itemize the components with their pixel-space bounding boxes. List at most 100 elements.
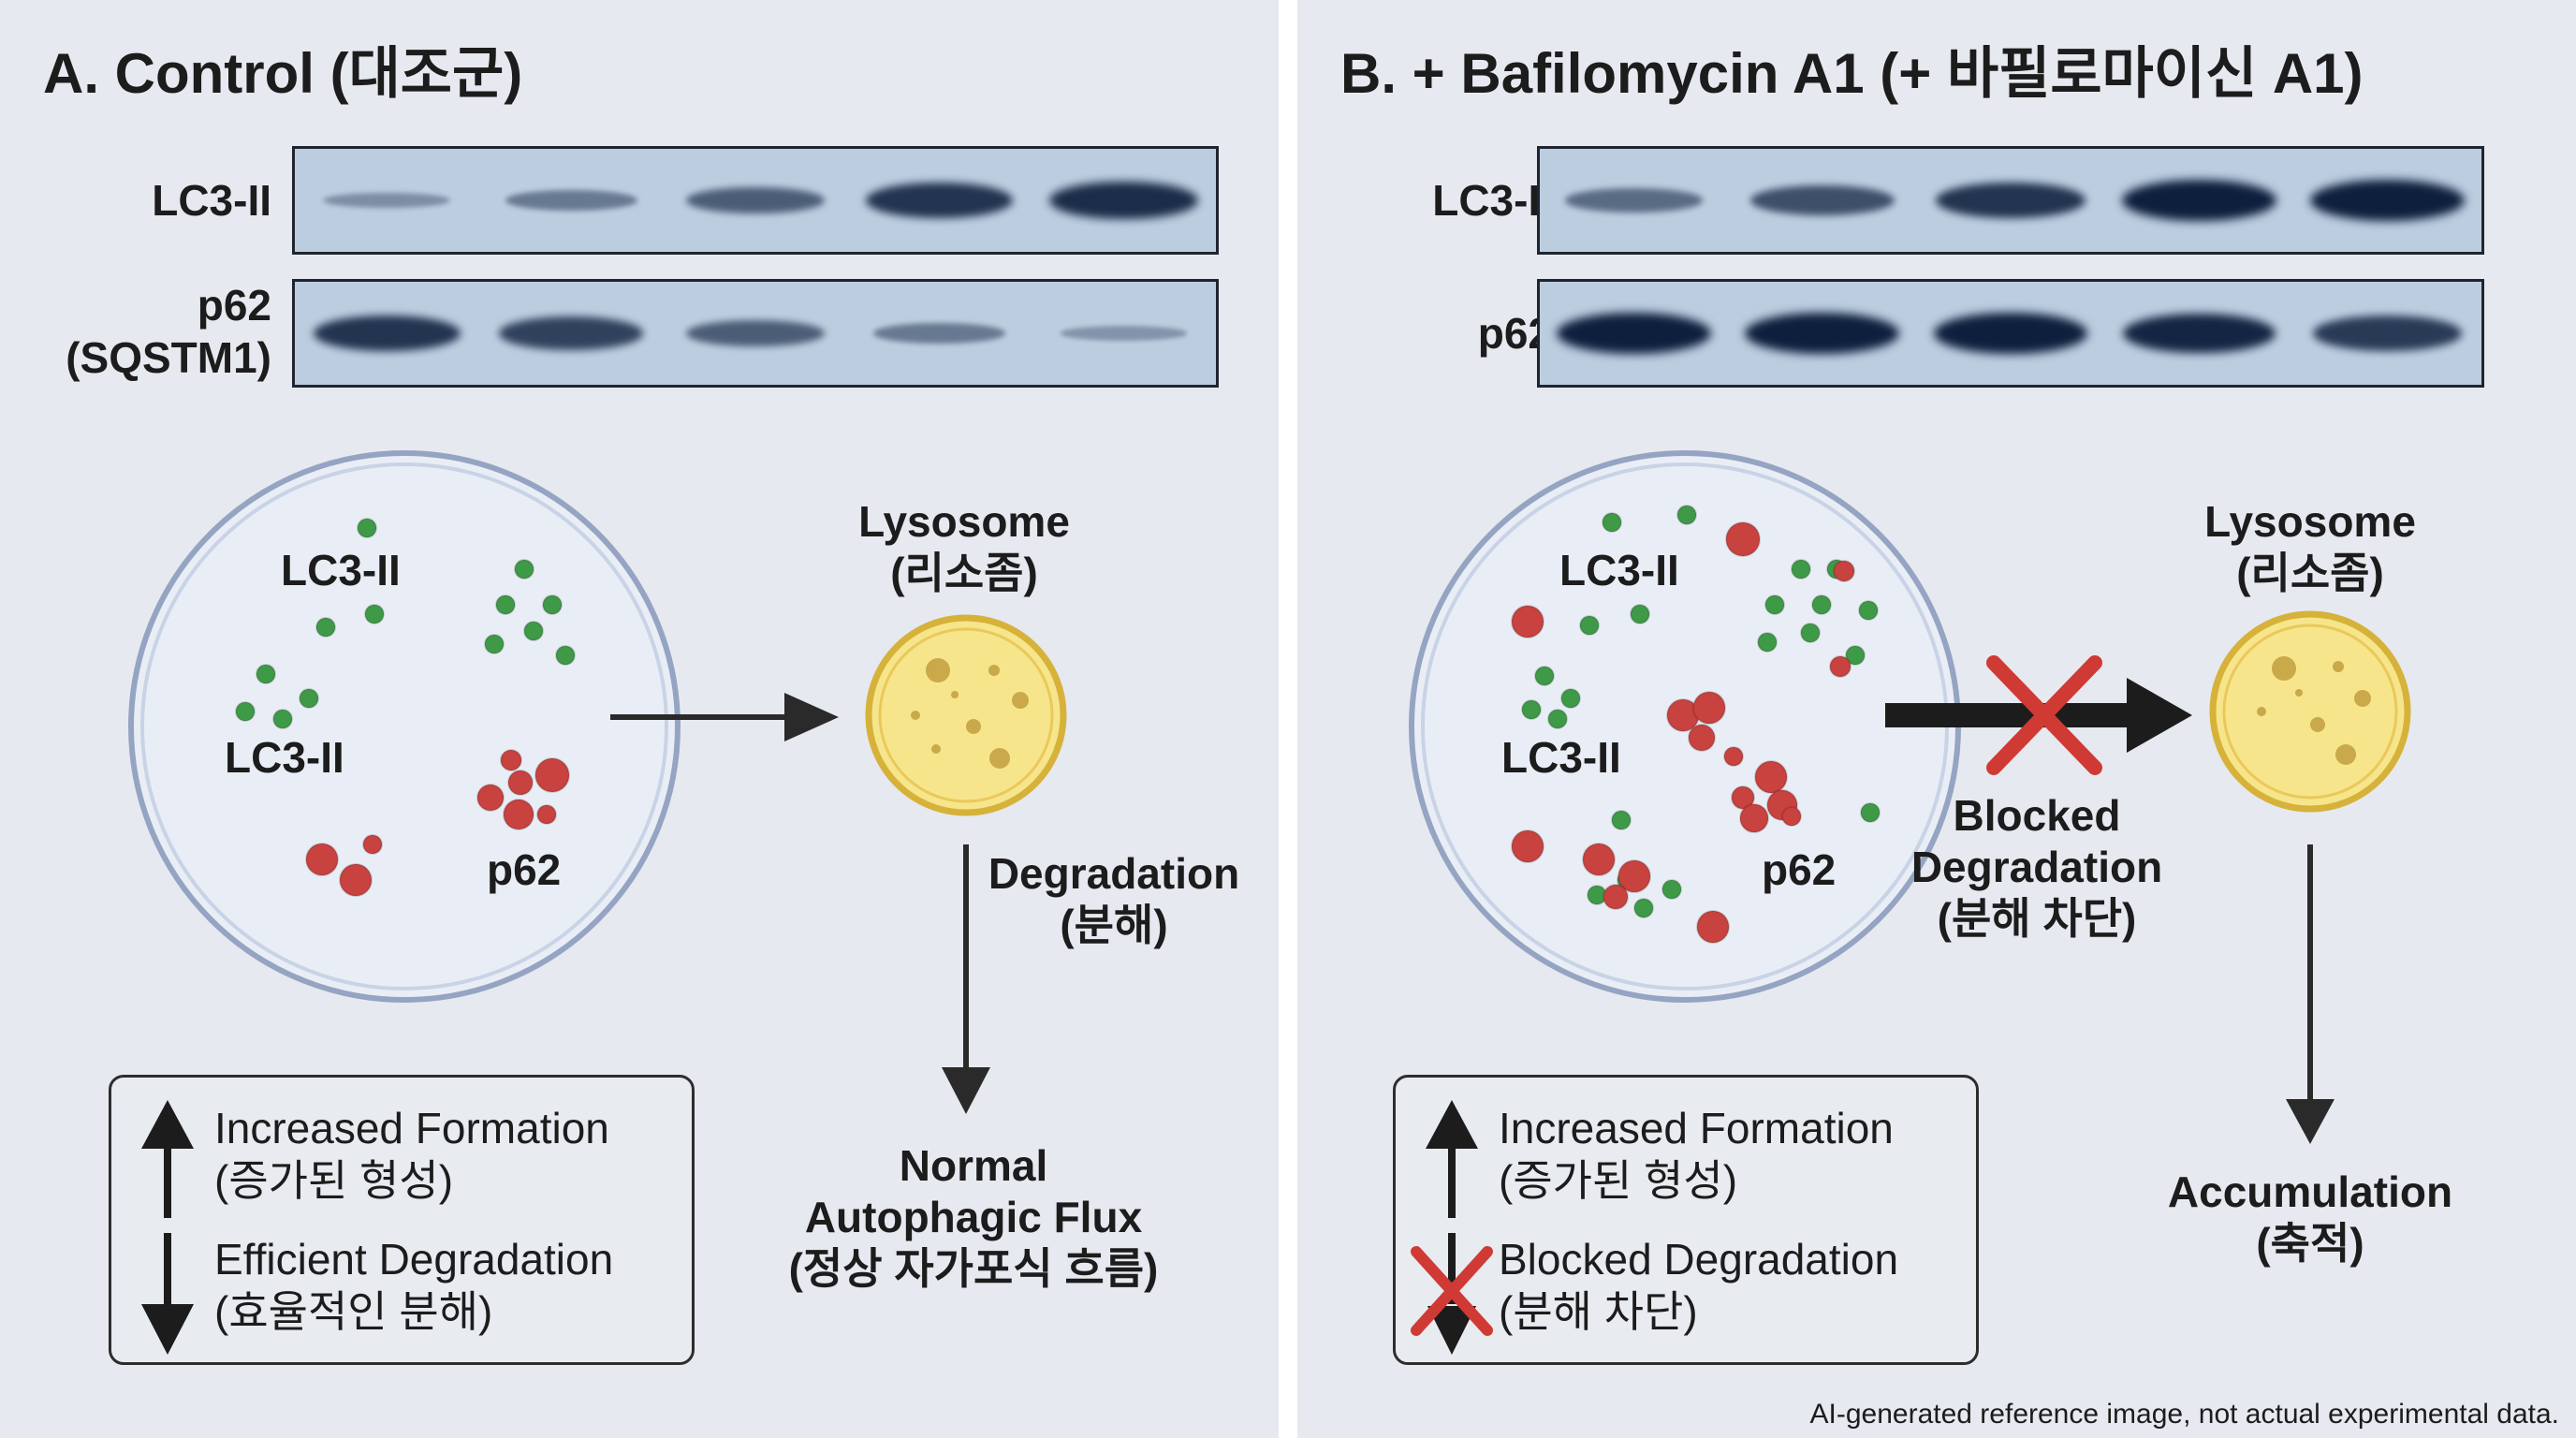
blocked-degradation-label: Blocked Degradation (분해 차단)	[1896, 790, 2177, 946]
lc3-punctum	[1547, 709, 1568, 729]
lc3-punctum	[555, 645, 576, 666]
lc3-punctum	[1630, 604, 1650, 624]
p62-punctum	[1833, 560, 1855, 582]
legend-formation-ko: (증가된 형성)	[1499, 1156, 1738, 1205]
p62-punctum	[534, 757, 570, 793]
lc3-punctum	[1858, 600, 1879, 621]
lc3-punctum	[357, 518, 377, 538]
blot-band	[323, 192, 451, 209]
cell-label-p62: p62	[487, 845, 562, 894]
western-blot-lc3	[1537, 146, 2484, 255]
lc3-punctum	[1579, 615, 1600, 636]
blot-band	[2121, 180, 2276, 221]
legend-formation-ko: (증가된 형성)	[214, 1156, 454, 1205]
outcome-line-1: Normal	[899, 1141, 1048, 1190]
panel-a-title: A. Control (대조군)	[43, 42, 523, 105]
outcome-line-2: Autophagic Flux	[804, 1193, 1143, 1242]
blot-band	[314, 315, 461, 352]
western-blot-lc3	[292, 146, 1219, 255]
lysosome-label-ko: (리소좀)	[890, 549, 1038, 598]
lc3-punctum	[1661, 879, 1682, 900]
blocked-arrow-x-icon	[1411, 1233, 1493, 1355]
lc3-punctum	[523, 621, 544, 641]
cell-label-lc3-bottom: LC3-II	[1501, 733, 1621, 782]
cell-autophagosome	[128, 450, 681, 1003]
panel-control: A. Control (대조군) LC3-II p62 (SQSTM1)	[0, 0, 1279, 1438]
lysosome-label: Lysosome (리소좀)	[2170, 496, 2451, 599]
p62-punctum	[1696, 910, 1730, 944]
lc3-punctum	[1602, 512, 1622, 533]
lc3-punctum	[1534, 666, 1555, 686]
lc3-punctum	[514, 559, 534, 580]
legend-blocked-en: Blocked Degradation	[1499, 1235, 1899, 1284]
panel-b-title: B. + Bafilomycin A1 (+ 바필로마이신 A1)	[1340, 42, 2364, 105]
blot-band	[1061, 326, 1187, 341]
lc3-punctum	[1791, 559, 1811, 580]
flux-diagram-control	[128, 450, 1067, 1114]
blot-band	[1749, 184, 1895, 216]
p62-punctum	[305, 843, 339, 876]
p62-punctum	[476, 784, 505, 812]
blot-band	[873, 323, 1006, 344]
blot-band	[686, 186, 825, 214]
p62-punctum	[500, 749, 522, 771]
blot-band	[505, 190, 637, 211]
blocked-label-line-3: (분해 차단)	[1937, 894, 2137, 944]
lc3-punctum	[272, 709, 293, 729]
lysosome-icon	[865, 614, 1067, 816]
legend-degradation-en: Efficient Degradation	[214, 1235, 614, 1284]
lc3-punctum	[299, 688, 319, 709]
outcome-label: Normal Autophagic Flux (정상 자가포식 흐름)	[777, 1140, 1170, 1296]
cell-label-lc3-top: LC3-II	[1559, 546, 1679, 594]
blot-band	[1049, 181, 1198, 220]
lc3-punctum	[1611, 810, 1632, 830]
lc3-punctum	[1560, 688, 1581, 709]
lc3-punctum	[1845, 645, 1866, 666]
lc3-punctum	[315, 617, 336, 638]
legend-blocked-ko: (분해 차단)	[1499, 1287, 1698, 1336]
p62-punctum	[1781, 806, 1802, 827]
legend-item-blocked: Blocked Degradation (분해 차단)	[1499, 1233, 1898, 1338]
degradation-label-en: Degradation	[988, 849, 1240, 898]
lc3-punctum	[1764, 594, 1785, 615]
p62-punctum	[536, 804, 557, 825]
western-blot-p62	[292, 279, 1219, 388]
lc3-punctum	[1521, 699, 1542, 720]
blot-band	[866, 182, 1014, 219]
degradation-label: Degradation (분해)	[973, 848, 1254, 951]
lc3-punctum	[484, 634, 505, 654]
accumulation-label-ko: (축적)	[2256, 1219, 2364, 1269]
p62-punctum	[1511, 605, 1544, 638]
legend-formation-en: Increased Formation	[214, 1104, 609, 1152]
western-blot-p62	[1537, 279, 2484, 388]
lc3-punctum	[495, 594, 516, 615]
lc3-punctum	[542, 594, 563, 615]
accumulation-label-en: Accumulation	[2167, 1167, 2453, 1216]
lysosome-label-en: Lysosome	[858, 497, 1070, 546]
blot-band	[2309, 180, 2465, 221]
lc3-punctum	[1676, 505, 1697, 525]
p62-punctum	[1754, 760, 1788, 794]
blocked-label-line-2: Degradation	[1910, 843, 2163, 892]
p62-punctum	[503, 799, 534, 830]
legend-item-formation: Increased Formation (증가된 형성)	[1499, 1102, 1894, 1207]
p62-punctum	[1582, 843, 1616, 876]
p62-punctum	[1731, 785, 1755, 810]
footnote: AI-generated reference image, not actual…	[1809, 1399, 2559, 1430]
blot-label-p62-alias: (SQSTM1)	[66, 333, 271, 382]
lysosome-icon	[2209, 610, 2411, 813]
accumulation-label: Accumulation (축적)	[2159, 1167, 2462, 1269]
blot-band	[686, 319, 825, 347]
lc3-punctum	[1633, 898, 1654, 918]
blot-band	[499, 316, 643, 350]
p62-punctum	[1603, 884, 1629, 910]
p62-punctum	[1723, 746, 1744, 767]
blot-label-lc3: LC3-II	[1432, 176, 1552, 225]
blot-band	[1557, 313, 1712, 354]
p62-punctum	[362, 834, 383, 855]
p62-punctum	[1511, 829, 1544, 863]
degradation-label-ko: (분해)	[1060, 901, 1168, 950]
blot-band	[2313, 315, 2462, 351]
lc3-punctum	[256, 664, 276, 684]
cell-label-lc3-bottom: LC3-II	[225, 733, 344, 782]
